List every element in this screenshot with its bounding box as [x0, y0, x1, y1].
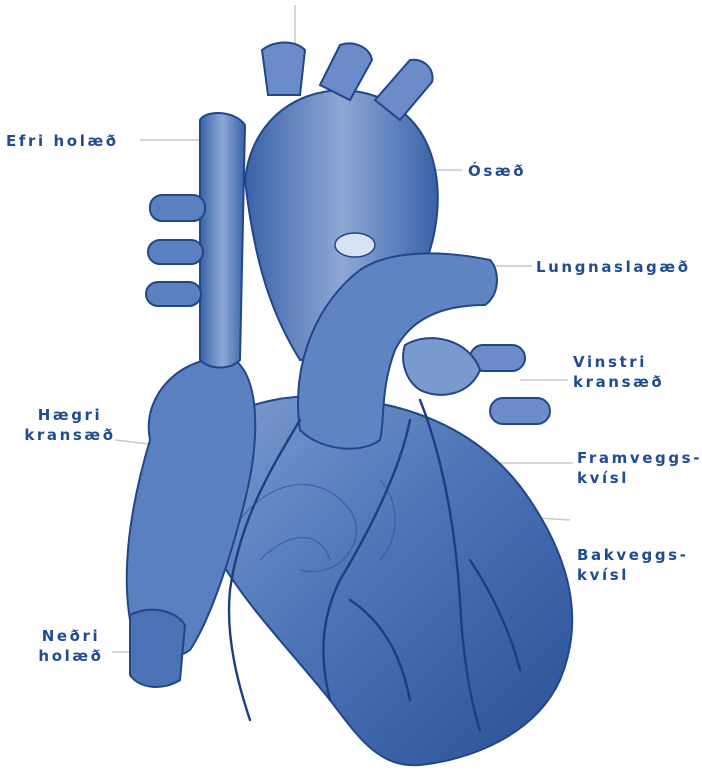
label-lungnaslagaed: Lungnaslagæð	[536, 257, 691, 277]
label-bakveggskvisl: Bakveggs- kvísl	[577, 545, 689, 585]
label-framveggskvisl: Framveggs- kvísl	[577, 448, 702, 488]
left-atrial-appendage	[403, 338, 480, 395]
label-nedri-holaed: Neðri holæð	[31, 626, 111, 666]
label-haegri-line1: Hægri	[6, 405, 134, 425]
label-bakv-line1: Bakveggs-	[577, 545, 689, 565]
inferior-vena-cava	[130, 610, 185, 687]
aortic-opening	[335, 233, 375, 257]
label-vinstri-line1: Vinstri	[573, 352, 664, 372]
label-haegri-kransaed: Hægri kransæð	[6, 405, 134, 445]
pulmonary-veins-left	[146, 195, 205, 306]
label-lungnaslagaed-text: Lungnaslagæð	[536, 257, 691, 277]
label-vinstri-kransaed: Vinstri kransæð	[573, 352, 664, 392]
label-efri-holaed: Efri holæð	[6, 131, 119, 151]
label-haegri-line2: kransæð	[6, 425, 134, 445]
label-osaed: Ósæð	[468, 161, 526, 181]
label-framv-line1: Framveggs-	[577, 448, 702, 468]
label-nedri-line2: holæð	[31, 646, 111, 666]
label-framv-line2: kvísl	[577, 468, 702, 488]
pulmonary-branches-right	[470, 345, 550, 424]
label-efri-holaed-text: Efri holæð	[6, 131, 119, 151]
label-vinstri-line2: kransæð	[573, 372, 664, 392]
label-bakv-line2: kvísl	[577, 565, 689, 585]
label-osaed-text: Ósæð	[468, 161, 526, 181]
label-nedri-line1: Neðri	[31, 626, 111, 646]
superior-vena-cava	[200, 113, 245, 367]
